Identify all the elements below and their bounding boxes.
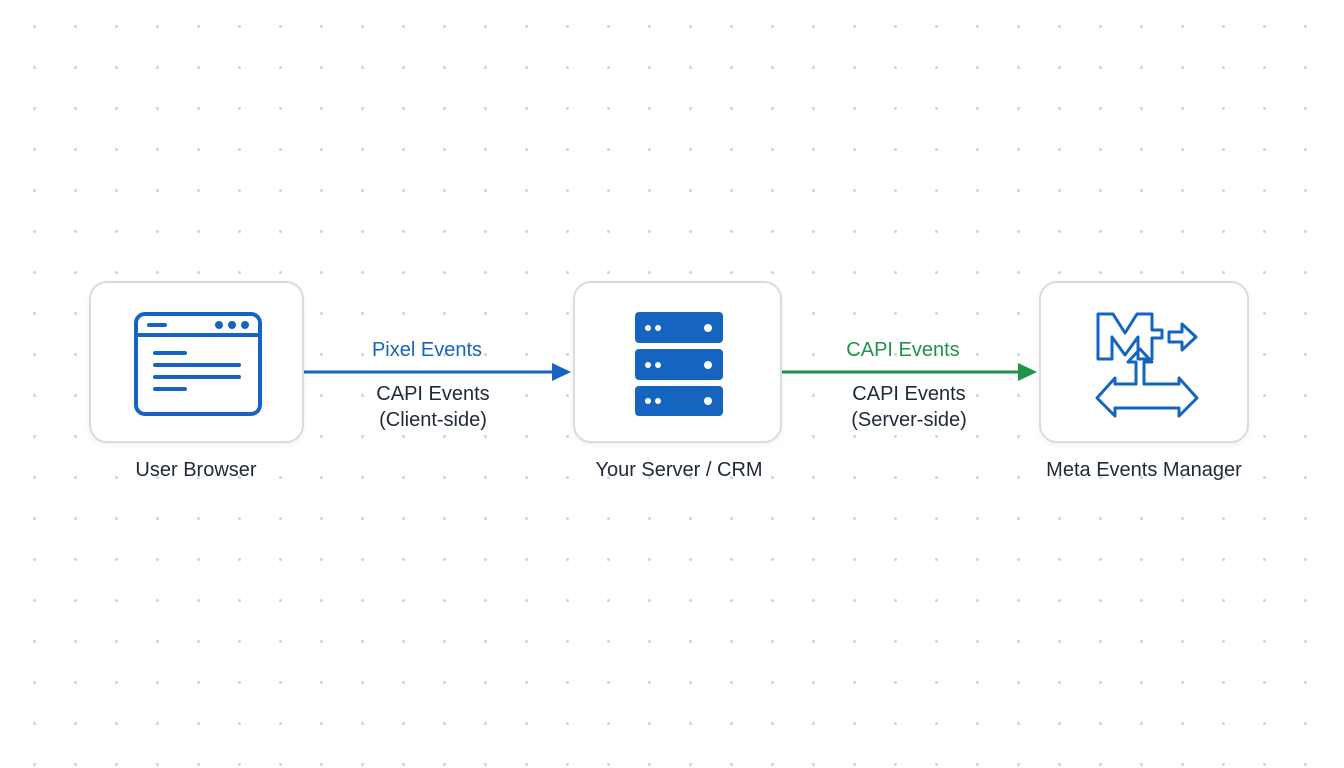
meta-events-manager-icon: [1095, 312, 1199, 418]
meta-label: Meta Events Manager: [1046, 459, 1242, 481]
edge-1-top-label: Pixel Events: [371, 339, 483, 361]
edge-2-sub-label-line-1: CAPI Events: [852, 383, 966, 405]
arrow-browser-to-server: [304, 363, 571, 381]
server-node: [573, 281, 782, 443]
user-browser-label: User Browser: [135, 459, 257, 481]
edge-1-sub-label: CAPI Events (Client-side): [376, 381, 489, 433]
server-label: Your Server / CRM: [595, 459, 763, 481]
edge-2-top-label: CAPI Events: [846, 339, 960, 361]
server-rack-icon: [635, 312, 723, 416]
edge-2-sub-label: CAPI Events (Server-side): [851, 381, 967, 433]
arrowhead-icon: [552, 363, 571, 381]
arrowhead-icon: [1018, 363, 1037, 381]
user-browser-node: [89, 281, 304, 443]
meta-node: [1039, 281, 1249, 443]
arrow-server-to-meta: [782, 363, 1037, 381]
browser-window-icon: [134, 312, 262, 416]
edge-1-sub-label-line-2: (Client-side): [379, 409, 487, 431]
edge-2-sub-label-line-2: (Server-side): [851, 409, 967, 431]
edge-1-sub-label-line-1: CAPI Events: [376, 383, 490, 405]
